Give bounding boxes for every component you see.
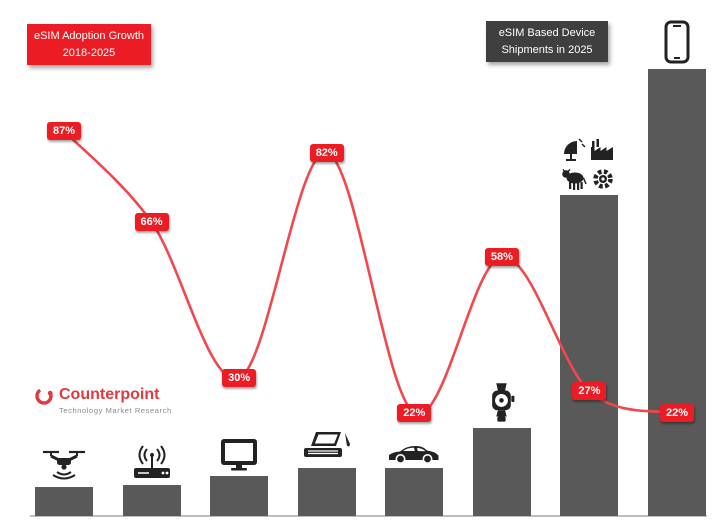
bar-monitor <box>210 476 269 516</box>
value-label-car: 22% <box>397 403 432 422</box>
value-label-2in1-laptop: 82% <box>309 143 344 162</box>
x-axis-line <box>30 515 707 517</box>
legend-device-shipments: eSIM Based Device Shipments in 2025 <box>486 21 608 62</box>
value-label-monitor: 30% <box>222 369 257 388</box>
smartphone-icon <box>662 20 692 64</box>
bar-smartwatch <box>472 428 531 516</box>
bar-car <box>385 468 444 516</box>
2in1-laptop-icon <box>303 431 351 463</box>
value-label-industrial-iots: 27% <box>572 382 607 401</box>
bar-2in1-laptop <box>297 468 356 516</box>
value-label-drone: 87% <box>46 121 82 140</box>
wireless-router-icon <box>129 444 175 480</box>
legend-adoption-line1: eSIM Adoption Growth <box>33 30 145 42</box>
legend-adoption-growth: eSIM Adoption Growth 2018-2025 <box>27 24 151 65</box>
legend-shipments-line2: Shipments in 2025 <box>501 43 593 56</box>
value-label-smartwatch: 58% <box>484 247 519 266</box>
counterpoint-logo: Counterpoint Technology Market Research <box>34 386 172 415</box>
bar-drone <box>35 487 93 516</box>
legend-shipments-line1: eSIM Based Device <box>498 27 596 39</box>
value-label-smartphone: 22% <box>659 403 694 422</box>
counterpoint-logo-icon <box>34 386 54 411</box>
legend-adoption-line2: 2018-2025 <box>62 46 116 59</box>
logo-tagline: Technology Market Research <box>59 405 172 415</box>
drone-icon <box>41 448 87 482</box>
car-icon <box>388 443 440 463</box>
bar-wireless-router <box>122 485 181 516</box>
logo-name: Counterpoint <box>59 386 160 403</box>
value-label-wireless-router: 66% <box>134 213 169 232</box>
monitor-icon <box>219 437 259 471</box>
